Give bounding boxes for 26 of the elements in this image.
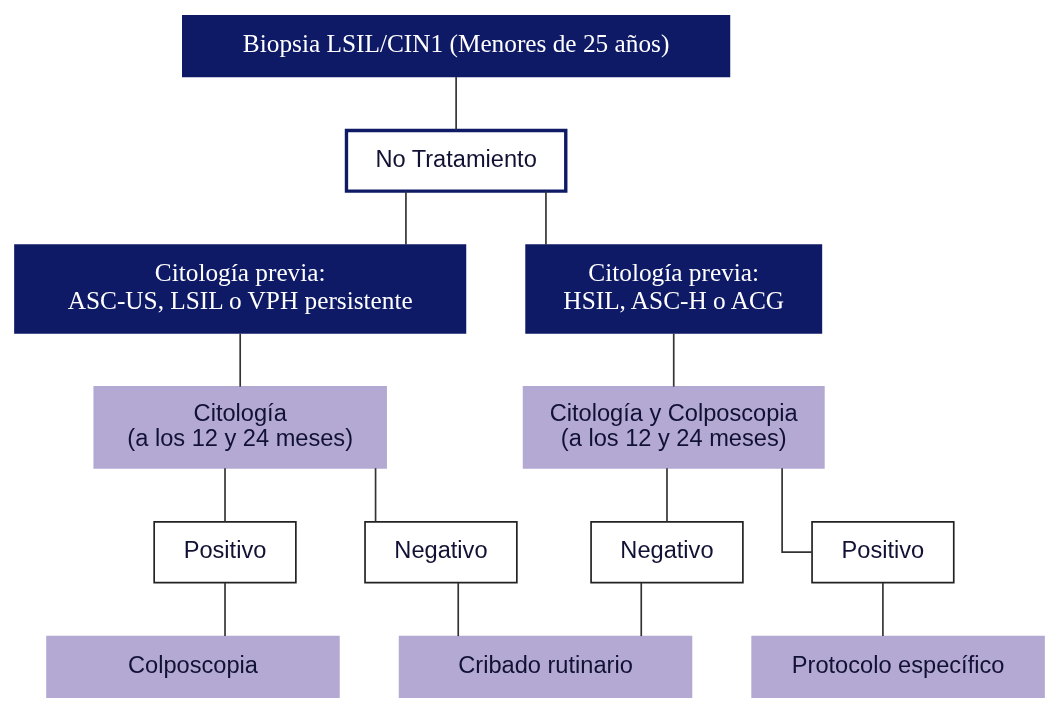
connector (224, 581, 226, 637)
connector (224, 466, 226, 522)
connector (405, 189, 407, 246)
node-box: No Tratamiento (344, 128, 568, 193)
connector (640, 581, 643, 637)
node-box: Colposcopia (46, 635, 340, 698)
node-box: Citología previa: HSIL, ASC-H o ACG (525, 243, 823, 334)
node-box: Citología (a los 12 y 24 meses) (93, 385, 387, 469)
connector (882, 581, 884, 637)
node-box: Positivo (811, 520, 955, 583)
node-box: Biopsia LSIL/CIN1 (Menores de 25 años) (182, 14, 731, 77)
node-box: Positivo (153, 520, 297, 583)
connector (666, 466, 668, 522)
node-box: Cribado rutinario (398, 635, 693, 698)
connector (457, 581, 460, 637)
connector (455, 75, 457, 131)
connector (781, 466, 813, 553)
node-box: Citología y Colposcopia (a los 12 y 24 meses) (522, 385, 825, 469)
node-box: Protocolo específico (751, 635, 1045, 698)
connector (374, 466, 377, 522)
connector (672, 332, 675, 387)
node-box: Negativo (590, 520, 744, 583)
node-box: Citología previa: ASC-US, LSIL o VPH persistente (14, 243, 467, 334)
node-box: Negativo (364, 520, 518, 583)
connector (239, 332, 242, 387)
connector (545, 189, 547, 246)
